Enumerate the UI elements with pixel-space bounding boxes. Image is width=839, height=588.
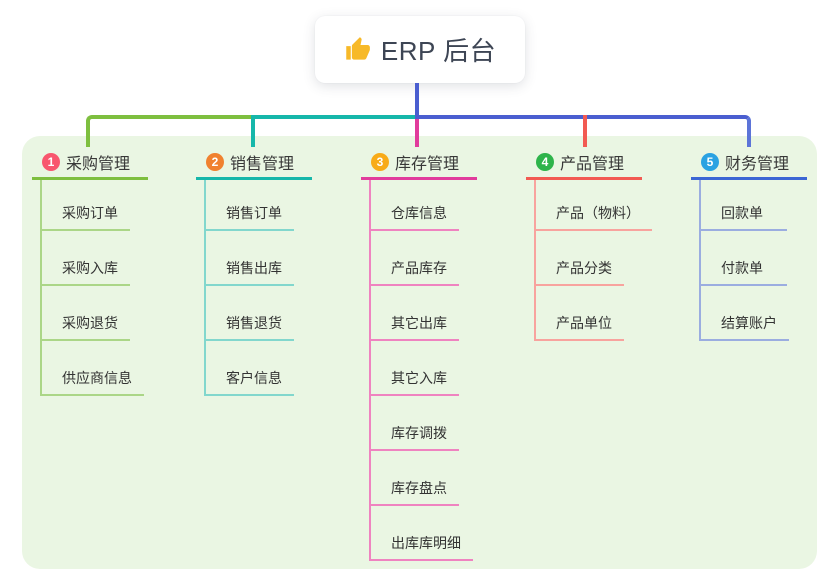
child-node[interactable]: 其它出库: [371, 286, 459, 341]
child-node[interactable]: 采购订单: [42, 180, 130, 231]
child-node[interactable]: 销售订单: [206, 180, 294, 231]
connector-root-vertical: [415, 83, 419, 119]
child-label: 付款单: [721, 260, 763, 276]
child-label: 结算账户: [721, 315, 777, 331]
branch-5: 5 财务管理 回款单付款单结算账户: [691, 146, 807, 341]
root-node-label: ERP 后台: [380, 36, 497, 66]
child-node[interactable]: 产品分类: [536, 231, 624, 286]
child-node[interactable]: 产品单位: [536, 286, 624, 341]
branch-4: 4 产品管理 产品（物料） 产品分类产品单位: [526, 146, 652, 341]
child-label: 库存调拨: [391, 425, 447, 441]
child-node[interactable]: 采购入库: [42, 231, 130, 286]
branch-node[interactable]: 4 产品管理: [526, 146, 642, 180]
branch-node[interactable]: 2 销售管理: [196, 146, 312, 180]
child-node[interactable]: 产品库存: [371, 231, 459, 286]
branch-number-badge: 2: [206, 152, 224, 171]
child-label: 产品单位: [556, 315, 612, 331]
connector-horizontal-teal: [253, 115, 417, 119]
branch-children: 销售订单销售出库销售退货客户信息: [204, 180, 294, 396]
child-node[interactable]: 采购退货: [42, 286, 130, 341]
child-label: 仓库信息: [391, 205, 447, 221]
child-node[interactable]: 仓库信息: [371, 180, 459, 231]
child-node[interactable]: 付款单: [701, 231, 787, 286]
child-label: 库存盘点: [391, 480, 447, 496]
thumbs-up-icon: [344, 36, 371, 63]
branch-node[interactable]: 1 采购管理: [32, 146, 148, 180]
branch-children: 产品（物料） 产品分类产品单位: [534, 180, 652, 341]
child-label: 销售订单: [226, 205, 282, 221]
connector-branch1-elbow: [86, 115, 253, 147]
child-label: 其它入库: [391, 370, 447, 386]
child-label: 客户信息: [226, 370, 282, 386]
child-node[interactable]: 库存盘点: [371, 451, 459, 506]
child-label: 供应商信息: [62, 370, 132, 386]
branch-number-badge: 1: [42, 152, 60, 171]
child-label: 出库库明细: [391, 535, 461, 551]
branch-1: 1 采购管理 采购订单采购入库采购退货供应商信息: [32, 146, 148, 396]
connector-branch3-drop: [415, 117, 419, 147]
branch-label: 产品管理: [560, 155, 625, 173]
child-label: 销售退货: [226, 315, 282, 331]
root-node[interactable]: ERP 后台: [315, 16, 525, 83]
branch-children: 回款单付款单结算账户: [699, 180, 789, 341]
child-node[interactable]: 库存调拨: [371, 396, 459, 451]
branch-children: 采购订单采购入库采购退货供应商信息: [40, 180, 144, 396]
branch-children: 仓库信息产品库存其它出库其它入库库存调拨库存盘点出库库明细: [369, 180, 473, 561]
child-node[interactable]: 销售退货: [206, 286, 294, 341]
child-label: 产品（物料）: [556, 205, 640, 221]
branch-label: 销售管理: [230, 155, 295, 173]
child-node[interactable]: 供应商信息: [42, 341, 144, 396]
child-label: 销售出库: [226, 260, 282, 276]
child-label: 采购订单: [62, 205, 118, 221]
branch-label: 库存管理: [395, 155, 460, 173]
child-node[interactable]: 结算账户: [701, 286, 789, 341]
child-node[interactable]: 出库库明细: [371, 506, 473, 561]
branch-number-badge: 4: [536, 152, 554, 171]
branch-node[interactable]: 5 财务管理: [691, 146, 807, 180]
child-node[interactable]: 其它入库: [371, 341, 459, 396]
child-label: 采购退货: [62, 315, 118, 331]
connector-branch4-drop: [583, 115, 587, 147]
branch-label: 采购管理: [66, 155, 131, 173]
branch-label: 财务管理: [725, 155, 790, 173]
connector-branch2-drop: [251, 115, 255, 147]
branch-node[interactable]: 3 库存管理: [361, 146, 477, 180]
child-node[interactable]: 回款单: [701, 180, 787, 231]
child-label: 回款单: [721, 205, 763, 221]
child-label: 采购入库: [62, 260, 118, 276]
child-label: 产品库存: [391, 260, 447, 276]
branch-2: 2 销售管理 销售订单销售出库销售退货客户信息: [196, 146, 312, 396]
child-label: 产品分类: [556, 260, 612, 276]
child-label: 其它出库: [391, 315, 447, 331]
child-node[interactable]: 销售出库: [206, 231, 294, 286]
child-node[interactable]: 产品（物料）: [536, 180, 652, 231]
branch-3: 3 库存管理 仓库信息产品库存其它出库其它入库库存调拨库存盘点出库库明细: [361, 146, 477, 561]
branches-panel-background: [22, 136, 817, 569]
branch-number-badge: 3: [371, 152, 389, 171]
child-node[interactable]: 客户信息: [206, 341, 294, 396]
branch-number-badge: 5: [701, 152, 719, 171]
